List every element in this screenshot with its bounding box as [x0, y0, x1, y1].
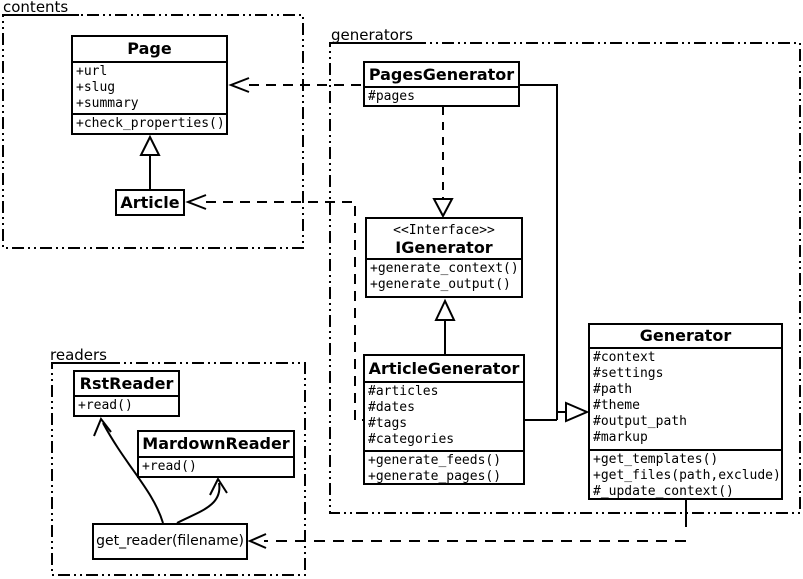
dependency-arrow-articlegenerator-to-article	[185, 194, 363, 421]
method-get-files: +get_files(path,exclude)	[593, 468, 781, 483]
class-rstreader: RstReader +read()	[73, 370, 180, 417]
realization-arrow-pagesgenerator-to-igenerator	[432, 107, 454, 219]
methods-compartment: +generate_feeds() +generate_pages()	[365, 450, 523, 484]
class-mardownreader: MardownReader +read()	[137, 430, 295, 478]
class-header-igenerator: <<Interface>> IGenerator	[367, 219, 521, 258]
dependency-arrow-generator-to-getreader	[247, 500, 687, 549]
package-label-readers: readers	[50, 346, 107, 364]
method-check-properties: +check_properties()	[76, 116, 225, 131]
attribute-context: #context	[593, 350, 656, 365]
class-title-articlegenerator: ArticleGenerator	[368, 359, 520, 378]
method-read: +read()	[142, 459, 197, 474]
method-generate-pages: +generate_pages()	[368, 469, 502, 484]
method-generate-context: +generate_context()	[370, 261, 519, 276]
inheritance-arrow-articlegenerator-to-igenerator	[434, 298, 456, 354]
node-label-get-reader: get_reader(filename)	[96, 533, 244, 549]
class-title-article: Article	[120, 193, 180, 212]
class-title-generator: Generator	[639, 326, 732, 345]
attribute-theme: #theme	[593, 398, 640, 413]
attribute-categories: #categories	[368, 432, 455, 447]
methods-compartment: +check_properties()	[73, 113, 226, 133]
methods-compartment: +read()	[139, 456, 293, 476]
method-generate-output: +generate_output()	[370, 277, 511, 292]
attribute-slug: +slug	[76, 80, 116, 95]
package-label-generators: generators	[331, 26, 413, 44]
attribute-articles: #articles	[368, 384, 439, 399]
class-page: Page +url +slug +summary +check_properti…	[71, 35, 228, 135]
attribute-output-path: #output_path	[593, 414, 687, 429]
methods-compartment: +generate_context() +generate_output()	[367, 258, 521, 295]
attribute-tags: #tags	[368, 416, 408, 431]
attribute-dates: #dates	[368, 400, 415, 415]
class-title-page: Page	[127, 39, 172, 58]
class-article: Article	[115, 189, 185, 216]
attribute-pages: #pages	[368, 89, 415, 104]
class-title-rstreader: RstReader	[79, 374, 174, 393]
inheritance-arrow-generators-to-generator	[520, 84, 590, 423]
package-label-contents: contents	[3, 0, 69, 16]
class-igenerator: <<Interface>> IGenerator +generate_conte…	[365, 217, 523, 298]
attributes-compartment: #articles #dates #tags #categories	[365, 381, 523, 450]
method-update-context: #_update_context()	[593, 484, 734, 499]
stereotype-interface: <<Interface>>	[393, 223, 495, 238]
attributes-compartment: #context #settings #path #theme #output_…	[590, 347, 781, 449]
package-frame-readers	[51, 362, 306, 576]
methods-compartment: +get_templates() +get_files(path,exclude…	[590, 449, 781, 499]
attribute-url: +url	[76, 64, 108, 79]
attribute-settings: #settings	[593, 366, 664, 381]
class-title-igenerator: IGenerator	[395, 238, 493, 257]
package-frame-generators	[329, 42, 801, 514]
attribute-summary: +summary	[76, 96, 139, 111]
class-title-mardownreader: MardownReader	[142, 434, 290, 453]
class-pagesgenerator: PagesGenerator #pages	[363, 61, 520, 107]
methods-compartment: +read()	[75, 395, 178, 415]
attribute-markup: #markup	[593, 430, 648, 445]
attribute-path: #path	[593, 382, 633, 397]
node-get-reader: get_reader(filename)	[92, 523, 248, 560]
inheritance-arrow-article-to-page	[139, 134, 161, 189]
class-articlegenerator: ArticleGenerator #articles #dates #tags …	[363, 354, 525, 485]
class-generator: Generator #context #settings #path #them…	[588, 323, 783, 500]
attributes-compartment: +url +slug +summary	[73, 61, 226, 113]
package-frame-contents	[2, 14, 304, 249]
method-read: +read()	[78, 398, 133, 413]
method-generate-feeds: +generate_feeds()	[368, 453, 502, 468]
method-get-templates: +get_templates()	[593, 452, 719, 467]
attributes-compartment: #pages	[365, 86, 518, 105]
dependency-arrow-pagesgenerator-to-page	[228, 77, 363, 93]
class-title-pagesgenerator: PagesGenerator	[368, 65, 515, 84]
call-arrow-getreader-to-mardownreader	[176, 476, 228, 524]
